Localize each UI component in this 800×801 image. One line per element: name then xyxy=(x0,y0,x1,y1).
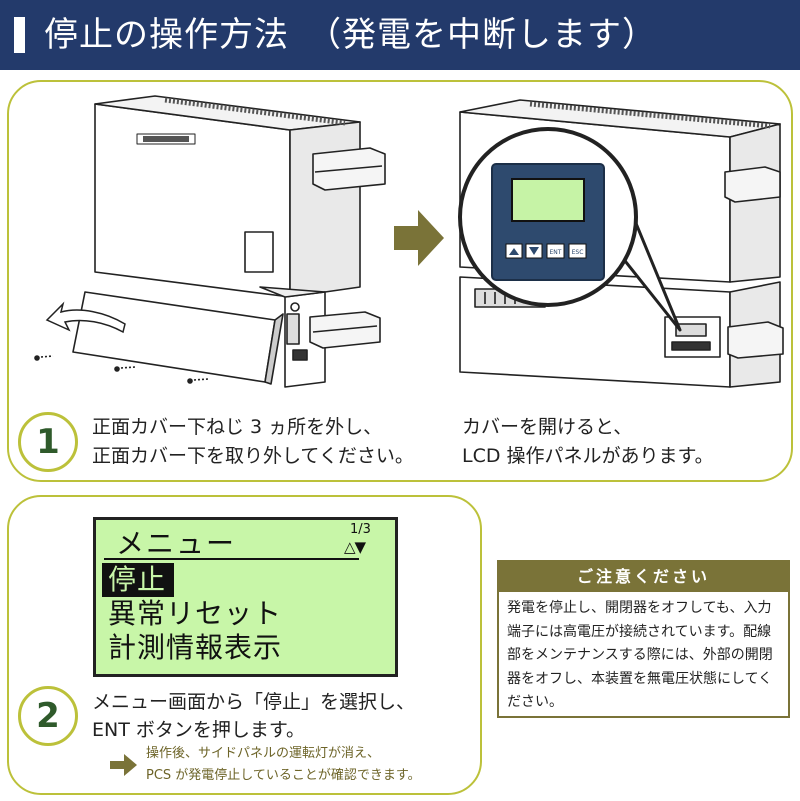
step2-line1: メニュー画面から「停止」を選択し、 xyxy=(92,691,416,713)
lcd-menu-item-error-reset[interactable]: 異常リセット xyxy=(108,597,283,630)
step1-left-line1: 正面カバー下ねじ 3 ヵ所を外し、 xyxy=(92,416,383,438)
step1-number-badge: 1 xyxy=(18,412,78,472)
lcd-menu-item-stop[interactable]: 停止 xyxy=(102,563,175,597)
lcd-title-underline xyxy=(104,558,359,560)
ent-button-label: ENT xyxy=(550,249,562,256)
step1-right-line1: カバーを開けると、 xyxy=(462,416,633,438)
lcd-panel-location-illustration: ENT ESC xyxy=(458,99,784,388)
lcd-menu-item-measurement-info[interactable]: 計測情報表示 xyxy=(108,631,283,664)
step1-right-line2: LCD 操作パネルがあります。 xyxy=(462,445,714,467)
step2-line2: ENT ボタンを押します。 xyxy=(92,719,305,741)
header-accent-bar xyxy=(14,17,25,53)
caution-body-text: 発電を停止し、開閉器をオフしても、入力端子には高電圧が接続されています。配線部を… xyxy=(507,600,773,710)
step2-note-line1: 操作後、サイドパネルの運転灯が消え、 xyxy=(146,746,381,761)
lcd-menu-title: メニュー xyxy=(116,527,237,560)
lcd-scroll-arrows-icon: △▼ xyxy=(344,538,366,556)
caution-title: ご注意ください xyxy=(499,562,788,592)
page-header: 停止の操作方法 （発電を中断します） xyxy=(0,0,800,70)
caution-box: ご注意ください 発電を停止し、開閉器をオフしても、入力端子には高電圧が接続されて… xyxy=(497,560,790,718)
step2-number-badge: 2 xyxy=(18,686,78,746)
next-step-arrow-icon xyxy=(394,210,444,266)
device-cover-removal-illustration xyxy=(34,95,386,388)
lcd-menu-screen: メニュー 1/3 △▼ 停止 異常リセット 計測情報表示 xyxy=(93,517,398,677)
page-title: 停止の操作方法 （発電を中断します） xyxy=(44,15,657,55)
esc-button-label: ESC xyxy=(572,249,584,256)
lcd-page-indicator: 1/3 xyxy=(350,522,371,537)
note-arrow-icon xyxy=(110,754,137,776)
step1-left-line2: 正面カバー下を取り外してください。 xyxy=(92,445,414,467)
step2-note-line2: PCS が発電停止していることが確認できます。 xyxy=(146,768,421,783)
